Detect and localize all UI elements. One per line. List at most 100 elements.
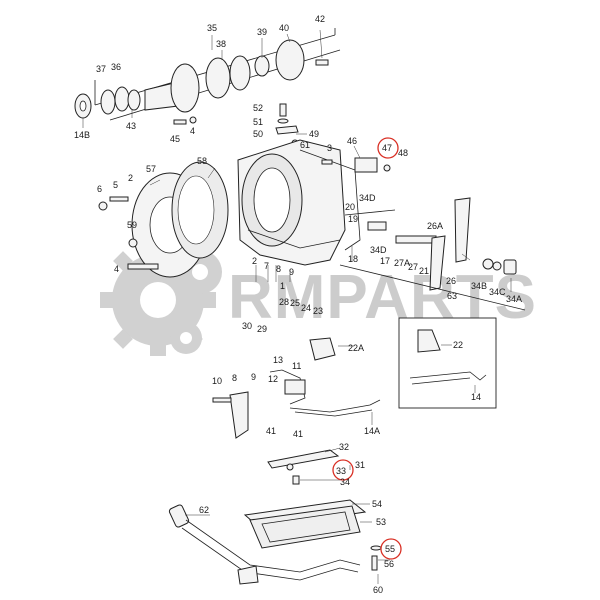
callout-34c: 34C [489,287,506,297]
callout-21: 21 [419,266,429,276]
callout-40: 40 [279,23,289,33]
inset-frame [398,317,497,409]
top-shaft-assembly [74,28,341,125]
shaft-17 [395,235,437,244]
callout-27: 27 [408,262,418,272]
plate-50 [275,125,299,135]
callout-54: 54 [372,499,382,509]
callout-6: 6 [97,184,102,194]
pump-cover-40 [275,39,305,81]
callout-23: 23 [313,306,323,316]
clutch-plates [98,161,229,278]
transmission-housing [237,139,391,266]
callout-7: 7 [264,261,269,271]
callout-14: 14 [471,392,481,402]
callout-10: 10 [212,376,222,386]
highlight-55 [380,538,402,560]
bolt-45 [173,119,187,125]
callout-61: 61 [300,140,310,150]
callout-55: 55 [385,544,395,554]
washer-55 [370,545,382,551]
bolt-59 [128,238,138,248]
callout-30: 30 [242,321,252,331]
dipstick-tube [168,504,361,585]
callout-19: 19 [348,214,358,224]
nut-6 [98,201,108,211]
callout-25: 25 [290,298,300,308]
callout-32: 32 [339,442,349,452]
callout-14a: 14A [364,426,380,436]
rod-32 [267,449,340,469]
highlighted-callouts [332,137,402,560]
lever-26a [454,197,471,263]
ring-36 [114,86,130,112]
washer-39 [254,55,270,77]
middle-linkage [212,337,381,439]
callout-56: 56 [384,559,394,569]
callout-18: 18 [348,254,358,264]
bracket-46 [354,157,378,173]
drain-plug-56 [371,555,378,571]
callout-12: 12 [268,374,278,384]
bracket-60 [237,565,259,585]
callout-22a: 22A [348,343,364,353]
callout-41: 41 [266,426,276,436]
stud-4 [127,263,159,270]
callout-57: 57 [146,164,156,174]
cap-34a [503,259,517,275]
callout-17: 17 [380,256,390,266]
leader-lines [82,29,512,584]
switch-11 [284,379,306,395]
lower-linkage [267,449,340,485]
gear-38b [229,55,251,91]
callout-26a: 26A [427,221,443,231]
callout-13: 13 [273,355,283,365]
callout-5: 5 [113,180,118,190]
callout-52: 52 [253,103,263,113]
callout-34d-lower: 34D [370,245,387,255]
callout-42: 42 [315,14,325,24]
callout-29: 29 [257,324,267,334]
cap-62 [168,504,190,528]
shaft-19 [367,221,387,231]
callout-8: 8 [276,264,281,274]
highlight-47 [377,137,399,159]
bolt-42 [315,59,329,66]
callout-51: 51 [253,117,263,127]
bracket-22 [417,329,441,353]
ring-37 [100,89,116,115]
bolt-48 [383,164,391,172]
callout-14b: 14B [74,130,90,140]
seal-43 [127,89,141,111]
callout-49: 49 [309,129,319,139]
callout-39: 39 [257,27,267,37]
callout-28: 28 [279,297,289,307]
callout-35: 35 [207,23,217,33]
callout-22: 22 [453,340,463,350]
bracket-22a [309,337,336,361]
callout-31: 31 [355,460,365,470]
oil-pan-group [243,499,382,571]
bracket-parts [275,103,307,147]
inset-detail-box [398,317,497,409]
callout-45: 45 [170,134,180,144]
callout-58: 58 [197,156,207,166]
callout-2-mid: 2 [252,256,257,266]
callout-47: 47 [382,143,392,153]
highlight-33 [332,459,354,481]
washer-34b [482,258,494,270]
callout-27a: 27A [394,258,410,268]
callout-46: 46 [347,136,357,146]
callout-4-top: 4 [190,126,195,136]
callout-1: 1 [280,281,285,291]
callout-9-lower: 9 [251,372,256,382]
bolt-10 [212,397,232,403]
callout-63: 63 [447,291,457,301]
callout-34b: 34B [471,281,487,291]
callout-9: 9 [289,267,294,277]
callout-26: 26 [446,276,456,286]
washer-44 [189,116,197,124]
callout-4: 4 [114,264,119,274]
bolt-52 [279,103,287,117]
stud-3 [321,159,333,165]
